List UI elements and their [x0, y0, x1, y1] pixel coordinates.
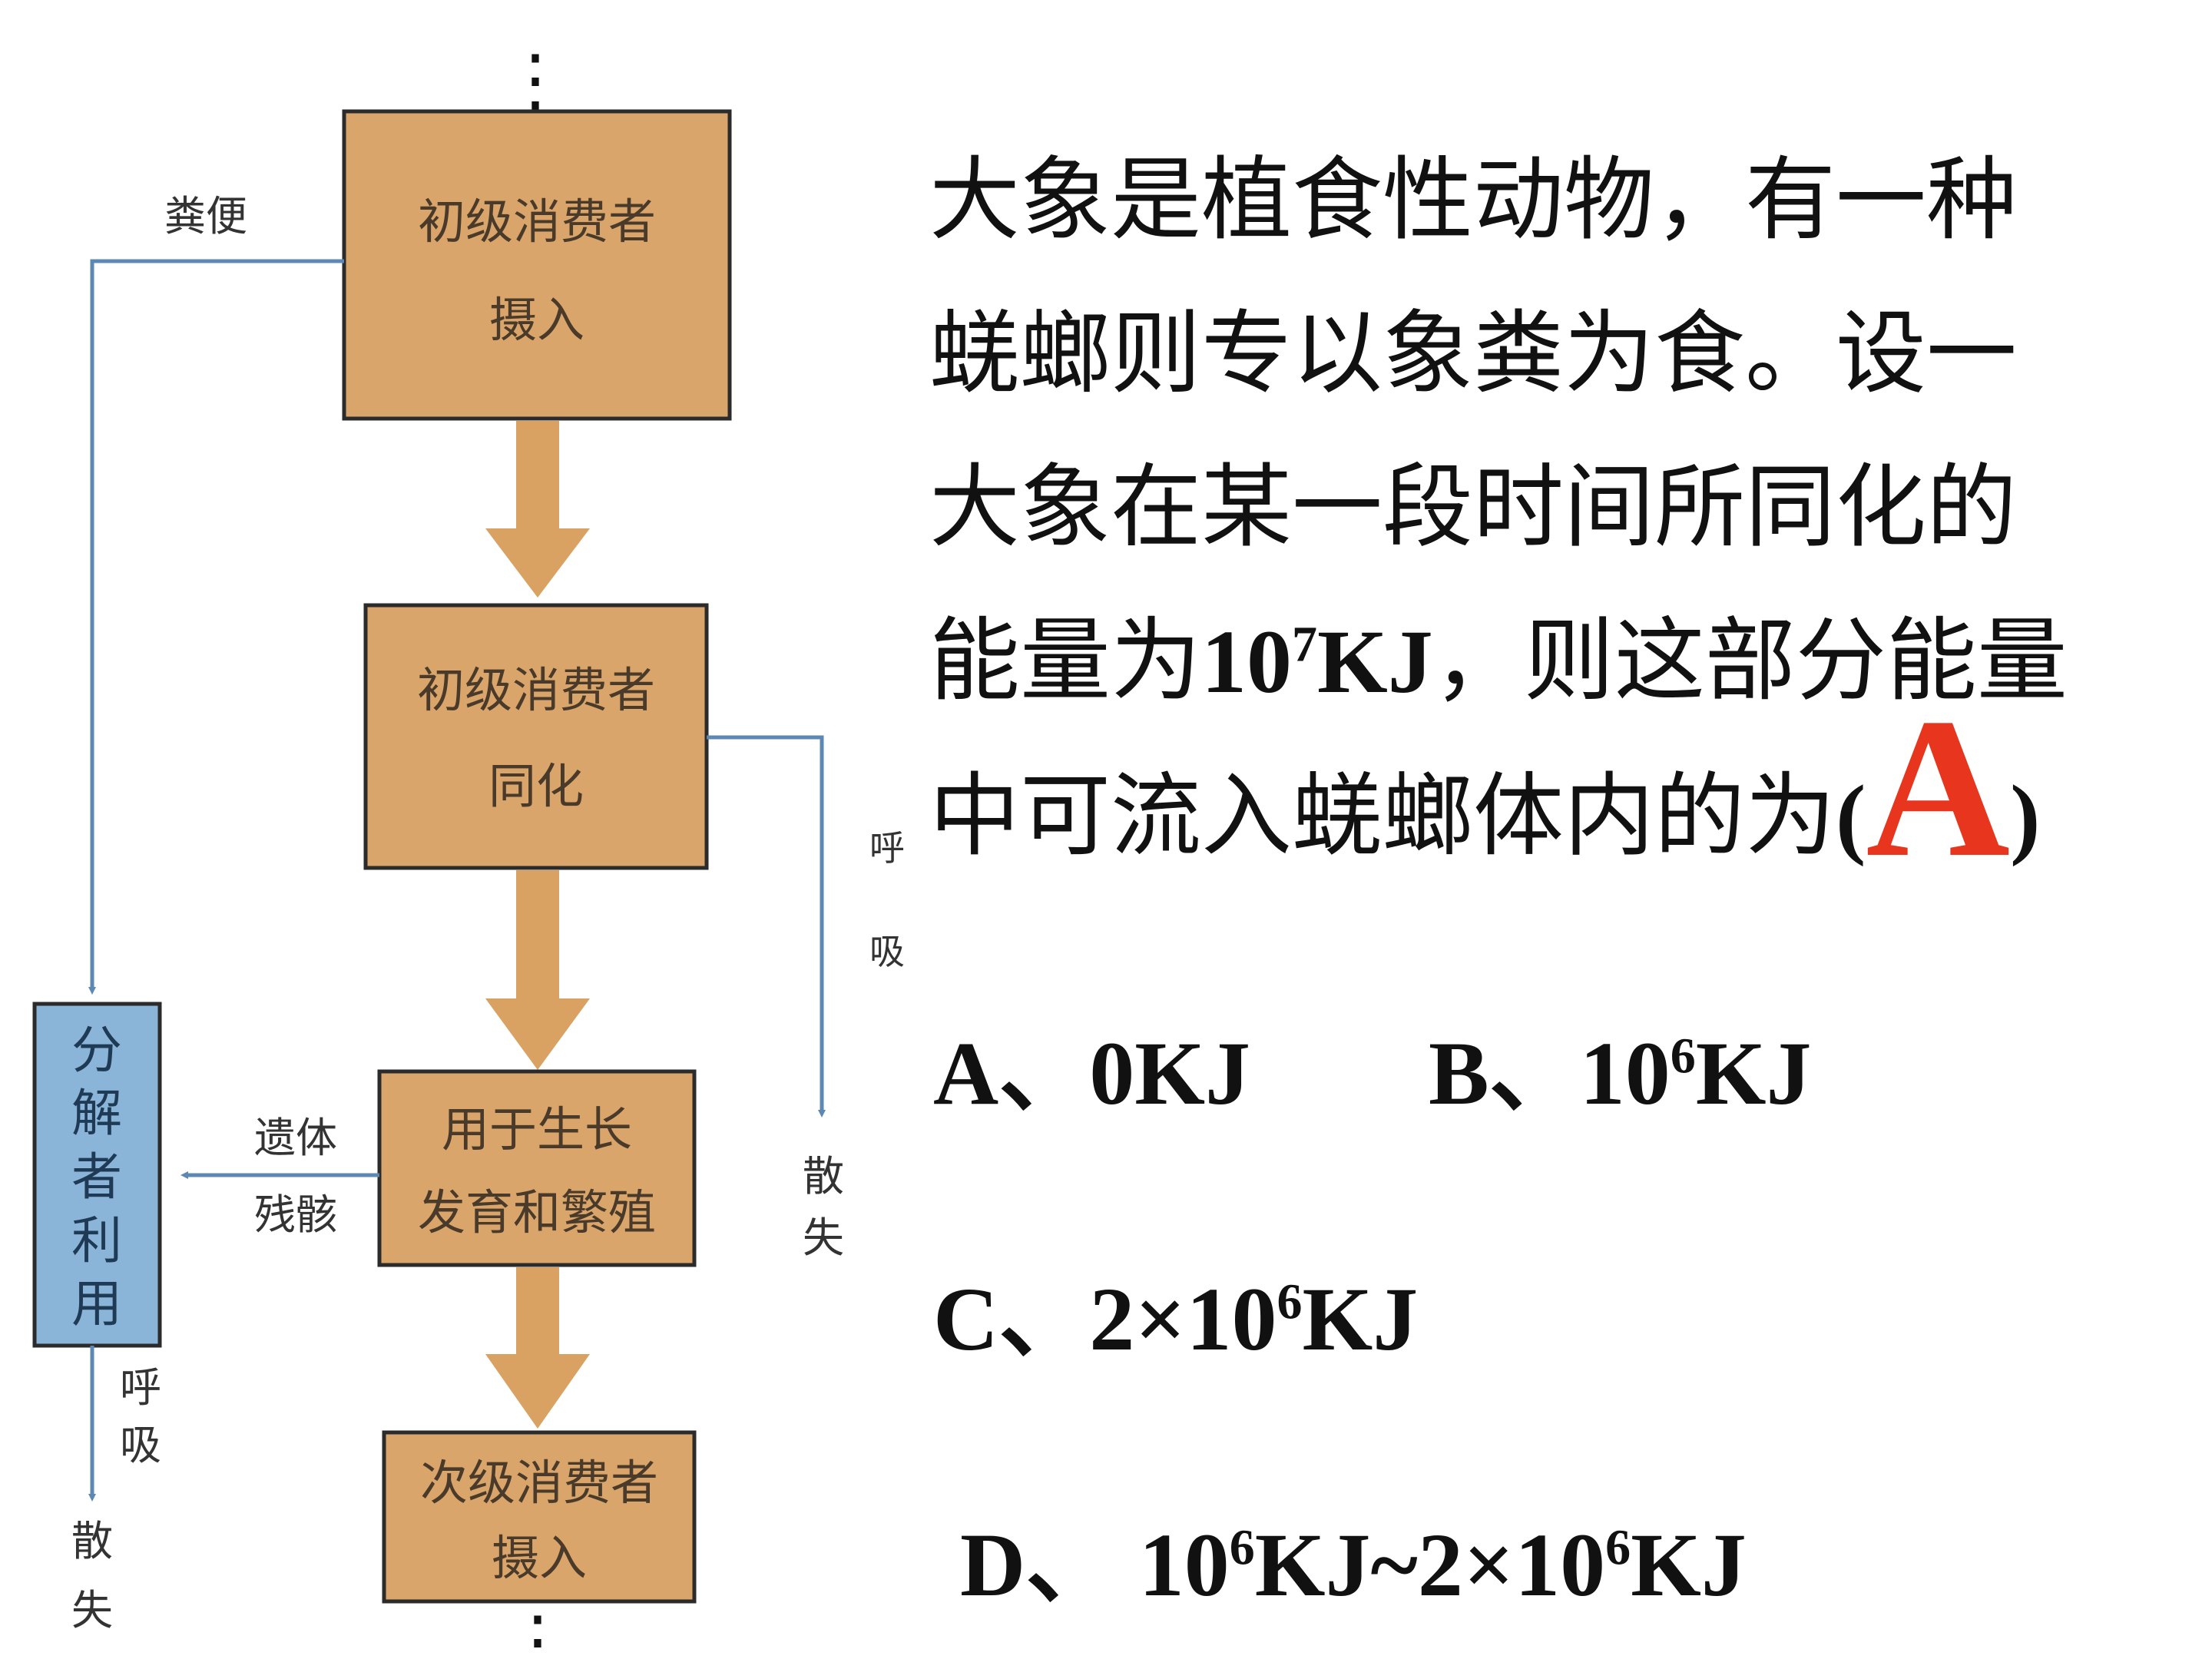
question-line-1: 大象是植食性动物，有一种	[929, 147, 2018, 253]
question-line-5-a: 中可流入蜣螂体内的为	[929, 763, 1836, 869]
question-line-4: 能量为107KJ，则这部分能量	[929, 584, 2204, 739]
energy-value-exponent: 7	[1292, 616, 1318, 673]
decomposer-char-5: 用	[71, 1274, 122, 1333]
option-b-suffix: KJ	[1695, 1023, 1812, 1124]
option-a: A、0KJ	[933, 998, 1250, 1130]
respiration-right-arrow	[707, 735, 826, 1118]
label-dissipate-left-2: 失	[71, 1586, 113, 1634]
node-decomposer: 分 解 者 利 用	[32, 1002, 162, 1348]
question-text: 大象是植食性动物，有一种 蜣螂则专以象粪为食。设一 大象在某一段时间所同化的 能…	[929, 123, 2204, 894]
decomposer-char-3: 者	[71, 1147, 122, 1207]
node-primary-intake-line1: 初级消费者	[418, 194, 656, 250]
answer-close-paren: )	[2010, 767, 2041, 867]
flow-arrow-1	[485, 421, 590, 598]
decomposer-char-4: 利	[71, 1211, 122, 1270]
option-d-exponent-2: 6	[1605, 1519, 1631, 1576]
label-feces: 粪便	[164, 192, 247, 240]
label-dissipate-right-1: 散	[803, 1152, 844, 1200]
question-line-3: 大象在某一段时间所同化的	[929, 454, 2018, 560]
node-growth-reproduction: 用于生长 发育和繁殖	[377, 1069, 697, 1267]
energy-flow-diagram: ⋮ 初级消费者 摄入 初级消费者 同化 用于生长 发育和繁殖 次级消费者 摄入 …	[32, 40, 905, 1659]
top-ellipsis: ⋮	[501, 40, 570, 121]
label-respiration-right-1: 呼	[869, 827, 905, 869]
label-respiration-left-2: 吸	[120, 1421, 161, 1469]
feces-arrow	[88, 259, 344, 995]
label-respiration-left-1: 呼	[120, 1363, 161, 1412]
label-remains-line1: 遗体	[254, 1114, 337, 1162]
bottom-ellipsis: ⋮	[503, 1601, 572, 1659]
option-a-text: A、0KJ	[933, 1023, 1251, 1124]
option-c-suffix: KJ	[1302, 1269, 1419, 1369]
flow-arrow-3	[485, 1267, 590, 1429]
decomposer-char-2: 解	[71, 1084, 122, 1143]
option-b-prefix: B、10	[1429, 1023, 1671, 1124]
flow-arrow-2	[485, 870, 590, 1070]
node-secondary-intake-line2: 摄入	[492, 1530, 587, 1586]
node-primary-assimilation-line1: 初级消费者	[417, 662, 655, 718]
option-d-suffix: KJ	[1631, 1515, 1747, 1615]
question-line-4-a: 能量为	[929, 608, 1202, 714]
answer-open-paren: (	[1836, 767, 1866, 867]
label-dissipate-left-1: 散	[71, 1517, 113, 1565]
option-c: C、2×106KJ	[933, 1244, 1418, 1376]
node-growth-line2: 发育和繁殖	[418, 1184, 656, 1240]
energy-value-unit: KJ	[1317, 611, 1433, 712]
node-primary-assimilation-line2: 同化	[488, 758, 584, 814]
label-respiration-right-2: 吸	[869, 931, 905, 972]
decomposer-char-1: 分	[71, 1021, 122, 1080]
option-c-prefix: C、2×10	[933, 1269, 1277, 1369]
option-d: D、 106KJ~2×106KJ	[960, 1490, 1747, 1621]
node-primary-assimilation: 初级消费者 同化	[363, 603, 709, 870]
answer-mark: A	[1866, 677, 2011, 899]
option-d-mid: KJ~2×10	[1254, 1515, 1606, 1615]
node-primary-intake: 初级消费者 摄入	[342, 109, 732, 421]
label-remains-line2: 残骸	[254, 1190, 337, 1239]
option-b-exponent: 6	[1670, 1028, 1696, 1084]
question-line-2: 蜣螂则专以象粪为食。设一	[929, 300, 2018, 406]
option-d-exponent-1: 6	[1229, 1519, 1255, 1576]
option-c-exponent: 6	[1277, 1273, 1303, 1330]
node-secondary-intake: 次级消费者 摄入	[382, 1430, 697, 1604]
node-secondary-intake-line1: 次级消费者	[420, 1455, 658, 1511]
energy-value-base: 10	[1201, 611, 1293, 712]
question-line-5: 中可流入蜣螂体内的为(A)	[929, 688, 2204, 894]
label-dissipate-right-2: 失	[803, 1214, 844, 1262]
question-line-4-b: ，则这部分能量	[1432, 608, 2068, 714]
option-b: B、106KJ	[1429, 998, 1812, 1130]
node-primary-intake-line2: 摄入	[489, 292, 584, 348]
node-growth-line1: 用于生长	[442, 1101, 632, 1157]
option-d-prefix: D、 10	[960, 1515, 1230, 1615]
